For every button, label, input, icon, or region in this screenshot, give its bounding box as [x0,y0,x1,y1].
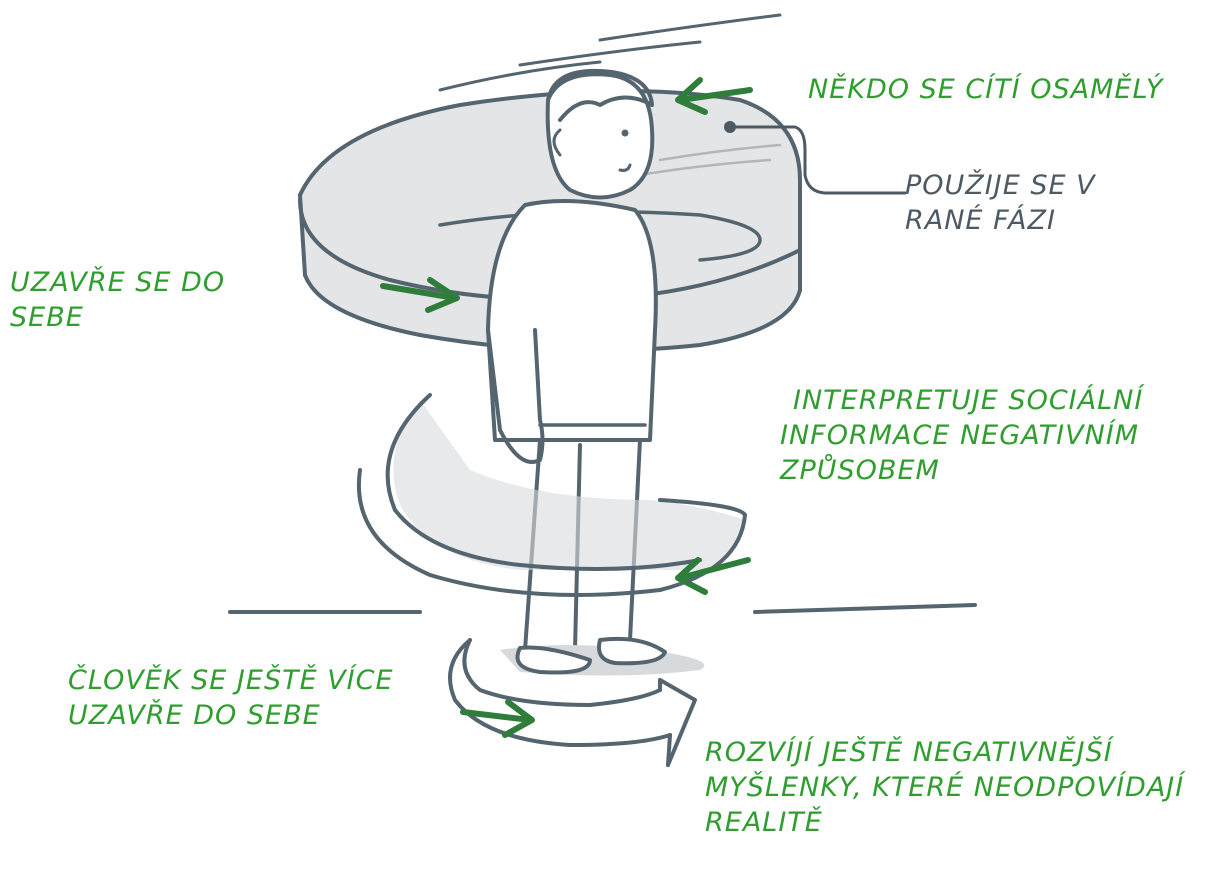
ground-line-right [755,605,975,612]
label-lonely: NĚKDO SE CÍTÍ OSAMĚLÝ [808,72,1163,107]
person-head [548,74,653,197]
person-eye [622,130,629,137]
motion-streak [600,15,780,40]
spiral-bottom-arrowhead-base [668,735,670,765]
label-interprets: INTERPRETUJE SOCIÁLNÍ INFORMACE NEGATIVN… [780,383,1143,488]
label-withdraws-more: ČLOVĚK SE JEŠTĚ VÍCE UZAVŘE DO SEBE [68,663,394,733]
label-early-phase: POUŽIJE SE V RANÉ FÁZI [905,168,1096,238]
label-withdraws: UZAVŘE SE DO SEBE [10,265,225,335]
label-develops: ROZVÍJÍ JEŠTĚ NEGATIVNĚJŠÍ MYŠLENKY, KTE… [705,735,1184,840]
callout-dot-icon [724,121,736,133]
spiral-bottom-arrowhead [660,680,695,765]
person-foot-right [599,639,665,663]
person-torso [488,201,656,440]
motion-streak [520,42,700,65]
